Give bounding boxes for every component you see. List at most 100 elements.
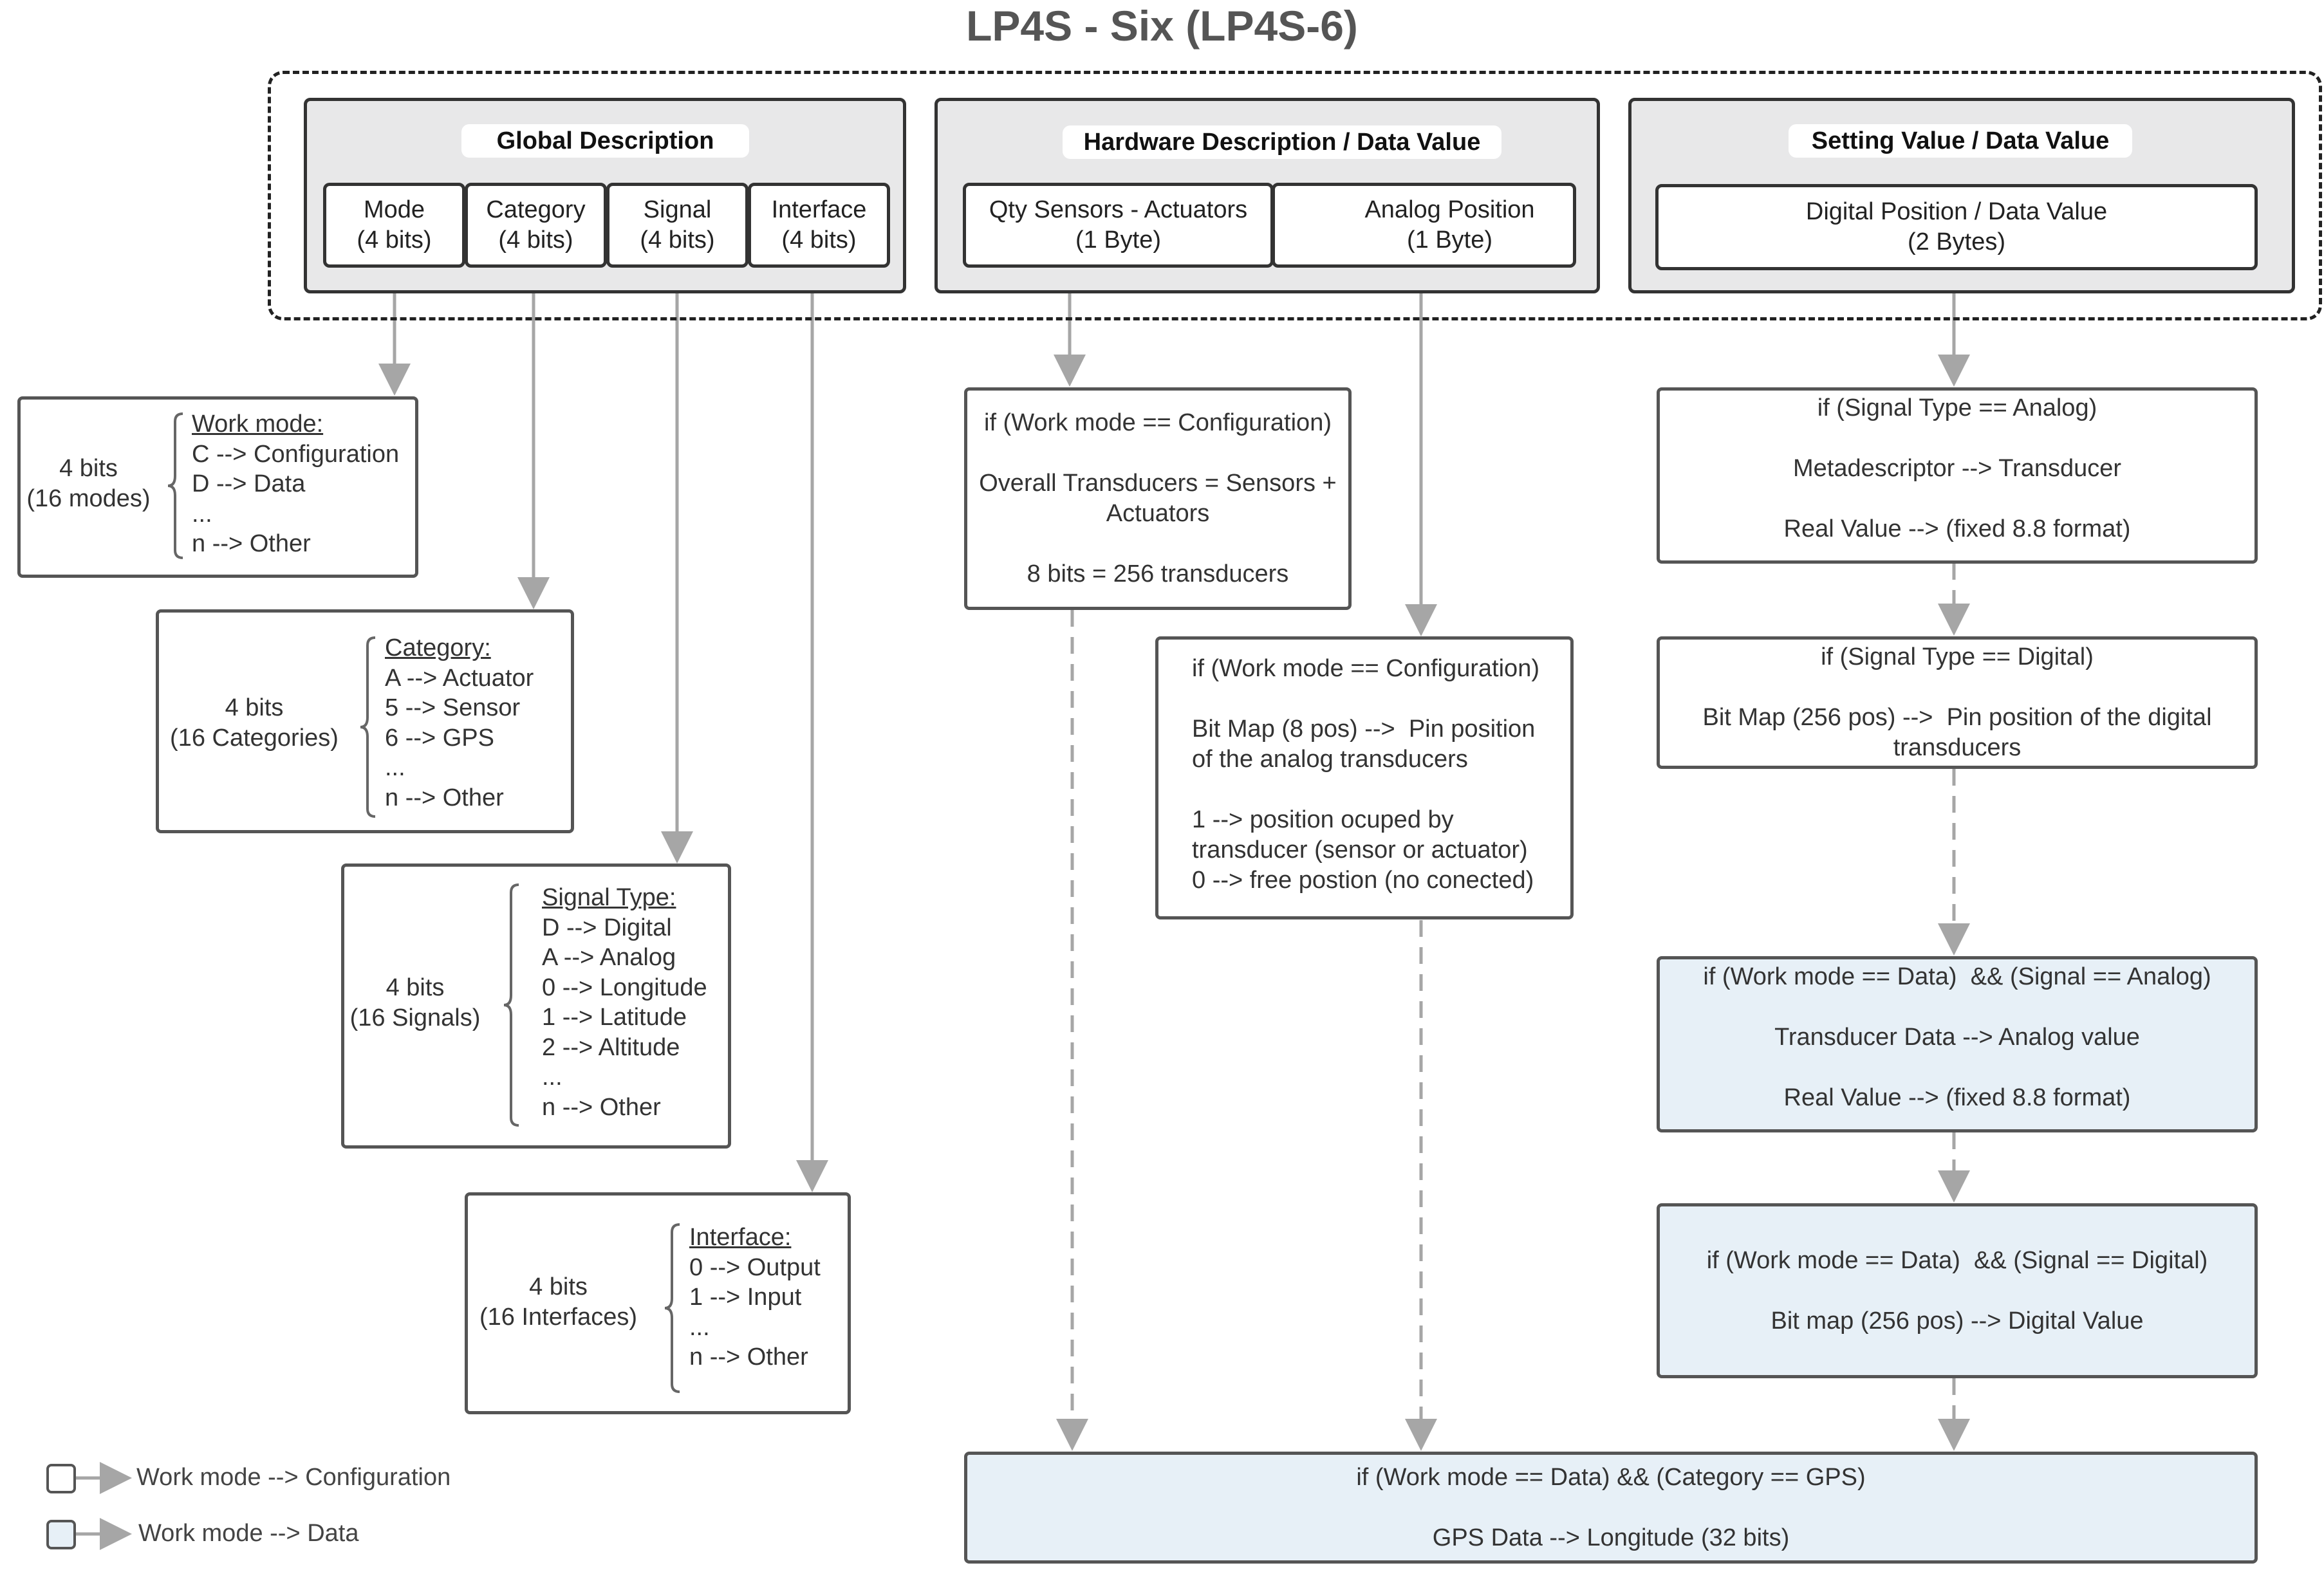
category-bits-range: (16 Categories): [170, 725, 339, 752]
global-description-heading: Global Description: [461, 124, 749, 158]
analog-config-line: if (Work mode == Configuration): [1192, 655, 1539, 682]
work-mode-enum-box: [17, 396, 418, 578]
work-mode-bits-range: (16 modes): [26, 485, 151, 512]
signal-digital-box: if (Signal Type == Digital) Bit Map (256…: [1657, 636, 2258, 769]
signal-type-item: n --> Other: [542, 1093, 661, 1121]
field-category-size: (4 bits): [498, 226, 573, 254]
signal-type-item: ...: [542, 1064, 562, 1091]
signal-type-bits-count: 4 bits: [386, 974, 445, 1001]
category-enum-box: [156, 609, 574, 833]
signal-type-bits: 4 bits (16 Signals): [344, 973, 486, 1033]
interface-enum-box: [465, 1192, 851, 1414]
analog-config-line: transducer (sensor or actuator): [1192, 836, 1528, 864]
field-qty-name: Qty Sensors - Actuators: [989, 196, 1248, 223]
interface-item: 1 --> Input: [689, 1284, 802, 1311]
work-mode-bits-count: 4 bits: [59, 455, 118, 482]
work-mode-item: C --> Configuration: [192, 440, 400, 468]
interface-list-heading: Interface:: [689, 1224, 792, 1251]
signal-analog-line: Metadescriptor --> Transducer: [1792, 455, 2122, 482]
data-digital-box: if (Work mode == Data) && (Signal == Dig…: [1657, 1203, 2258, 1378]
data-digital-line: Bit map (256 pos) --> Digital Value: [1771, 1307, 2144, 1334]
signal-digital-line: transducers: [1893, 734, 2022, 761]
analog-config-line: [1192, 684, 1570, 714]
interface-bits: 4 bits (16 Interfaces): [473, 1272, 644, 1333]
legend-swatch-data: [46, 1520, 76, 1549]
work-mode-item: D --> Data: [192, 470, 306, 497]
signal-type-list: Signal Type: D --> Digital A --> Analog …: [542, 883, 707, 1122]
field-interface-size: (4 bits): [781, 226, 857, 254]
qty-configuration-box: if (Work mode == Configuration) Overall …: [964, 387, 1352, 610]
signal-type-item: 1 --> Latitude: [542, 1004, 687, 1031]
signal-type-list-heading: Signal Type:: [542, 884, 676, 911]
field-digital-position: Digital Position / Data Value (2 Bytes): [1655, 184, 2258, 270]
hardware-description-heading: Hardware Description / Data Value: [1063, 125, 1501, 159]
signal-type-item: A --> Analog: [542, 944, 676, 971]
interface-bits-count: 4 bits: [529, 1273, 588, 1300]
signal-analog-line: Real Value --> (fixed 8.8 format): [1783, 515, 2131, 542]
category-list-heading: Category:: [385, 634, 491, 661]
qty-config-line: Overall Transducers = Sensors +: [979, 470, 1337, 497]
field-mode-size: (4 bits): [357, 226, 432, 254]
category-item: A --> Actuator: [385, 664, 534, 692]
field-qty-sensors-actuators: Qty Sensors - Actuators (1 Byte): [963, 183, 1274, 268]
work-mode-list-heading: Work mode:: [192, 411, 324, 438]
signal-type-item: 0 --> Longitude: [542, 974, 707, 1001]
field-signal: Signal (4 bits): [606, 183, 748, 268]
packet-frame: [268, 71, 2322, 320]
signal-digital-line: if (Signal Type == Digital): [1821, 643, 2094, 670]
interface-bits-range: (16 Interfaces): [479, 1304, 637, 1331]
work-mode-bits: 4 bits (16 modes): [23, 454, 154, 514]
diagram-title: LP4S - Six (LP4S-6): [966, 2, 1358, 50]
analog-configuration-box: if (Work mode == Configuration) Bit Map …: [1155, 636, 1574, 919]
work-mode-item: n --> Other: [192, 530, 311, 557]
data-analog-line: if (Work mode == Data) && (Signal == Ana…: [1703, 963, 2211, 990]
interface-item: 0 --> Output: [689, 1253, 821, 1281]
signal-analog-box: if (Signal Type == Analog) Metadescripto…: [1657, 387, 2258, 564]
field-mode: Mode (4 bits): [323, 183, 465, 268]
gps-line: if (Work mode == Data) && (Category == G…: [1356, 1463, 1866, 1491]
legend-label-data: Work mode --> Data: [138, 1520, 359, 1547]
category-item: 6 --> GPS: [385, 724, 494, 752]
field-analog-size: (1 Byte): [1406, 226, 1493, 254]
data-analog-line: Transducer Data --> Analog value: [1774, 1024, 2140, 1051]
field-interface: Interface (4 bits): [748, 183, 890, 268]
qty-config-line: Actuators: [1106, 500, 1210, 527]
signal-type-bits-range: (16 Signals): [349, 1004, 481, 1031]
field-analog-name: Analog Position: [1364, 196, 1535, 223]
analog-config-line: [1192, 775, 1570, 805]
signal-type-item: D --> Digital: [542, 914, 672, 941]
category-bits-count: 4 bits: [225, 694, 284, 721]
category-item: n --> Other: [385, 784, 504, 811]
gps-line: GPS Data --> Longitude (32 bits): [1432, 1524, 1790, 1551]
qty-config-line: 8 bits = 256 transducers: [1027, 560, 1289, 587]
field-digital-size: (2 Bytes): [1907, 228, 2006, 255]
field-mode-name: Mode: [363, 196, 425, 223]
field-signal-size: (4 bits): [640, 226, 715, 254]
category-brace: [360, 636, 376, 818]
field-digital-name: Digital Position / Data Value: [1805, 198, 2108, 225]
interface-item: ...: [689, 1313, 710, 1341]
interface-item: n --> Other: [689, 1344, 808, 1371]
field-qty-size: (1 Byte): [1075, 226, 1162, 254]
legend-label-configuration: Work mode --> Configuration: [136, 1464, 451, 1491]
analog-config-line: of the analog transducers: [1192, 746, 1468, 773]
interface-brace: [664, 1223, 680, 1393]
signal-analog-line: if (Signal Type == Analog): [1817, 394, 2097, 421]
data-analog-line: Real Value --> (fixed 8.8 format): [1783, 1084, 2131, 1111]
category-bits: 4 bits (16 Categories): [164, 693, 344, 753]
field-signal-name: Signal: [643, 196, 712, 223]
analog-config-text: if (Work mode == Configuration) Bit Map …: [1192, 654, 1570, 896]
setting-value-heading: Setting Value / Data Value: [1789, 124, 2132, 158]
legend-swatch-configuration: [46, 1464, 76, 1493]
qty-config-line: if (Work mode == Configuration): [984, 409, 1332, 436]
category-item: 5 --> Sensor: [385, 694, 521, 721]
interface-list: Interface: 0 --> Output 1 --> Input ... …: [689, 1223, 821, 1372]
analog-config-line: 0 --> free postion (no conected): [1192, 867, 1534, 894]
field-category: Category (4 bits): [465, 183, 607, 268]
field-category-name: Category: [486, 196, 586, 223]
signal-type-brace: [503, 883, 519, 1127]
analog-config-line: 1 --> position ocuped by: [1192, 806, 1454, 833]
work-mode-list: Work mode: C --> Configuration D --> Dat…: [192, 409, 399, 559]
